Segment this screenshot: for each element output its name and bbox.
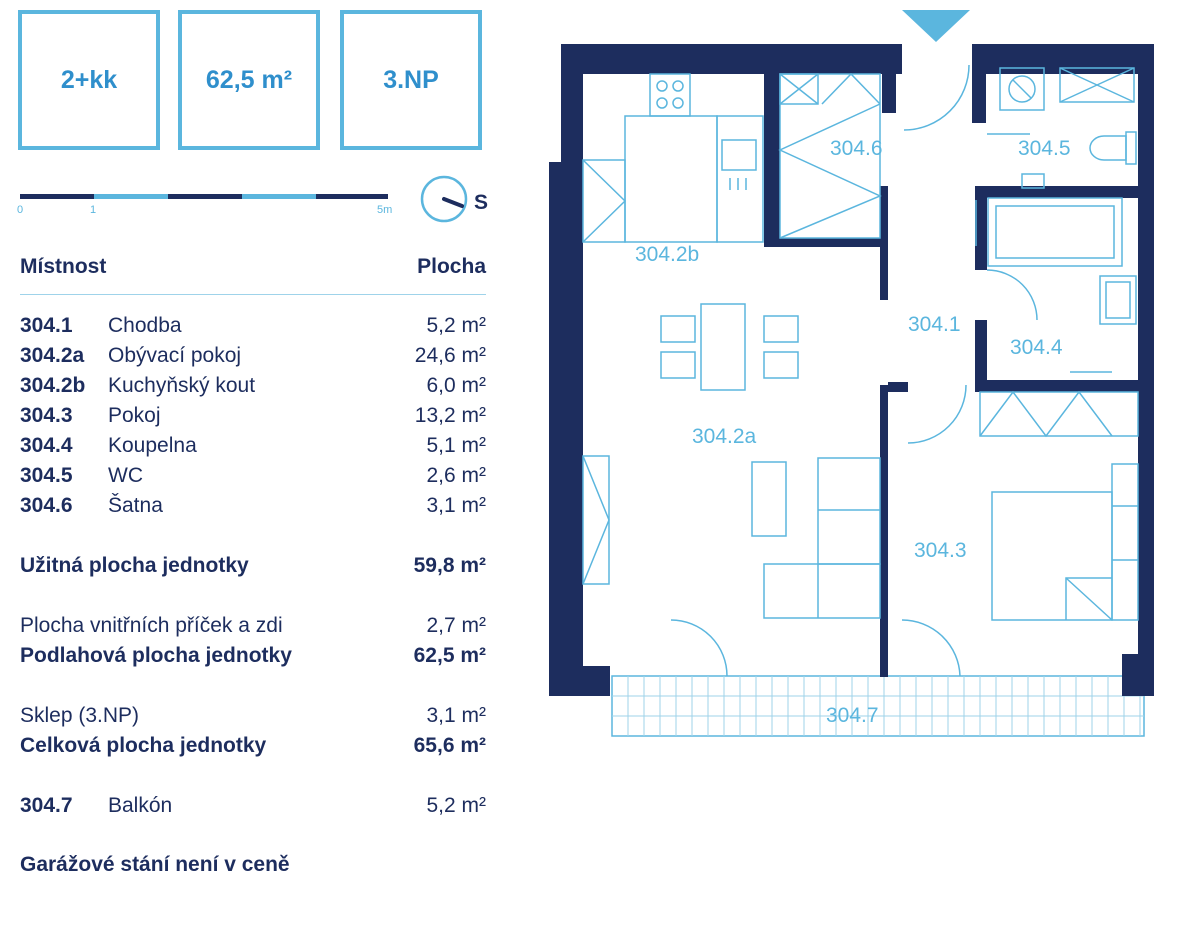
living-furniture (582, 455, 881, 619)
total-area-label: Celková plocha jednotky (20, 734, 267, 757)
floor-area-row: Podlahová plocha jednotky 62,5 m² (20, 644, 486, 670)
balcony-row: 304.7 Balkón 5,2 m² (20, 794, 486, 820)
room-area: 24,6 m² (414, 344, 486, 367)
room-area: 13,2 m² (414, 404, 486, 427)
scale-bar (20, 194, 388, 199)
floor-area-value: 62,5 m² (413, 644, 486, 667)
walls-area-value: 2,7 m² (426, 614, 486, 637)
balcony-floor (611, 675, 1145, 737)
room-code: 304.5 (20, 464, 73, 487)
total-area-row: Celková plocha jednotky 65,6 m² (20, 734, 486, 760)
room-name: Obývací pokoj (108, 344, 242, 367)
balcony-area: 5,2 m² (426, 794, 486, 817)
room-name: Kuchyňský kout (108, 374, 256, 397)
header-rule (20, 294, 486, 295)
room-name: Chodba (108, 314, 182, 337)
cellar-label: Sklep (3.NP) (20, 704, 140, 727)
kitchen-unit (582, 73, 764, 243)
usable-area-value: 59,8 m² (413, 554, 486, 577)
room-row: 304.6 Šatna 3,1 m² (20, 494, 486, 520)
room-code: 304.4 (20, 434, 73, 457)
room-label-304-2a: 304.2a (692, 425, 757, 448)
garage-note: Garážové stání není v ceně (20, 853, 290, 876)
room-row: 304.5 WC 2,6 m² (20, 464, 486, 490)
room-area: 5,2 m² (426, 314, 486, 337)
room-row: 304.1 Chodba 5,2 m² (20, 314, 486, 340)
floor-box: 3.NP (340, 10, 482, 150)
cellar-row: Sklep (3.NP) 3,1 m² (20, 704, 486, 730)
usable-area-label: Užitná plocha jednotky (20, 554, 249, 577)
room-code: 304.2b (20, 374, 86, 397)
room-label-304-3: 304.3 (914, 539, 967, 562)
dining-set (660, 303, 799, 391)
door-swings (670, 64, 1038, 677)
bathroom-fixtures (975, 197, 1137, 373)
balcony-name: Balkón (108, 794, 173, 817)
room-label-304-6: 304.6 (830, 137, 883, 160)
walls-area-row: Plocha vnitřních příček a zdi 2,7 m² (20, 614, 486, 640)
floor-value: 3.NP (383, 65, 439, 94)
room-code: 304.2a (20, 344, 85, 367)
room-code: 304.3 (20, 404, 73, 427)
compass-label: S (474, 191, 489, 214)
interior-walls (764, 65, 1138, 677)
room-label-304-4: 304.4 (1010, 336, 1063, 359)
header-area: Plocha (417, 255, 486, 278)
room-name: Šatna (108, 494, 163, 517)
floor-area-label: Podlahová plocha jednotky (20, 644, 292, 667)
room-row: 304.3 Pokoj 13,2 m² (20, 404, 486, 430)
room-name: Koupelna (108, 434, 197, 457)
layout-value: 2+kk (60, 65, 118, 94)
room-label-304-5: 304.5 (1018, 137, 1071, 160)
total-area-value: 65,6 m² (413, 734, 486, 757)
room-area: 5,1 m² (426, 434, 486, 457)
room-name: Pokoj (108, 404, 161, 427)
room-area: 3,1 m² (426, 494, 486, 517)
layout-box: 2+kk (18, 10, 160, 150)
usable-area-row: Užitná plocha jednotky 59,8 m² (20, 554, 486, 580)
room-label-304-7: 304.7 (826, 704, 879, 727)
room-row: 304.2b Kuchyňský kout 6,0 m² (20, 374, 486, 400)
room-name: WC (108, 464, 143, 487)
cellar-value: 3,1 m² (426, 704, 486, 727)
entrance-arrow-icon (902, 10, 970, 42)
area-box: 62,5 m² (178, 10, 320, 150)
bedroom-furniture (979, 390, 1139, 621)
scale-start-label: 0 (17, 204, 24, 216)
room-row: 304.4 Koupelna 5,1 m² (20, 434, 486, 460)
room-code: 304.6 (20, 494, 73, 517)
room-row: 304.2a Obývací pokoj 24,6 m² (20, 344, 486, 370)
room-label-304-1: 304.1 (908, 313, 961, 336)
scale-one-label: 1 (90, 204, 97, 216)
outer-walls (549, 44, 1154, 696)
room-area: 2,6 m² (426, 464, 486, 487)
room-label-304-2b: 304.2b (635, 243, 699, 266)
header-room: Místnost (20, 255, 107, 278)
area-value: 62,5 m² (205, 65, 293, 94)
room-code: 304.1 (20, 314, 73, 337)
scale-end-label: 5m (377, 204, 393, 216)
balcony-code: 304.7 (20, 794, 73, 817)
walls-area-label: Plocha vnitřních příček a zdi (20, 614, 283, 637)
compass-icon (420, 175, 468, 223)
room-area: 6,0 m² (426, 374, 486, 397)
wc-fixtures (999, 67, 1137, 189)
wardrobe-unit (778, 72, 882, 239)
